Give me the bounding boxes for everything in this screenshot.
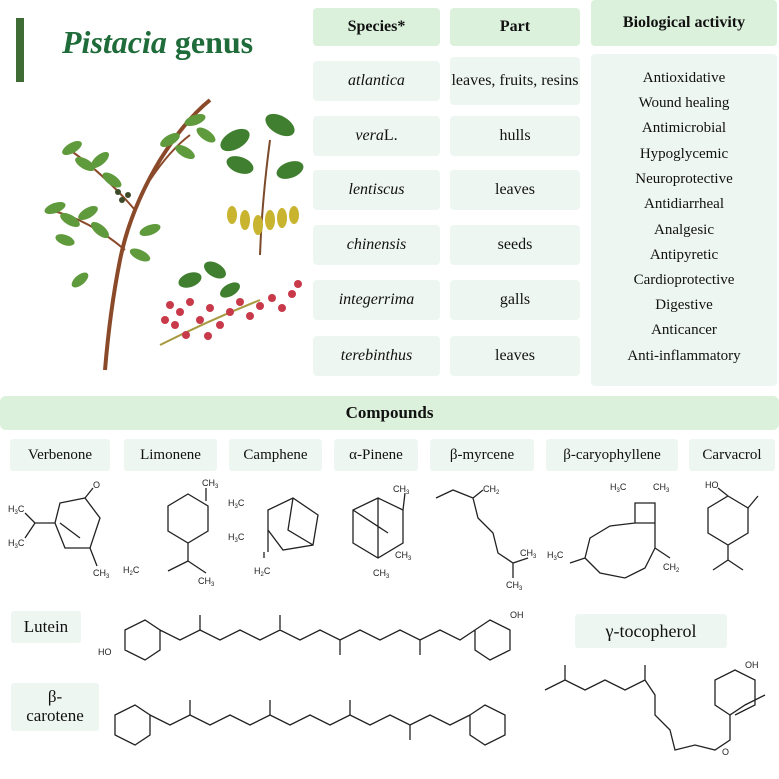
camphene-structure: H3C H3C H2C <box>228 497 319 578</box>
part-cell: leaves <box>450 336 580 376</box>
carvacrol-structure: HO <box>705 480 759 571</box>
hydroxyl-label: OH <box>510 610 524 620</box>
methyl-label: CH3 <box>202 478 219 490</box>
methyl-label: CH3 <box>653 482 670 494</box>
activity-item: Anticancer <box>651 322 717 338</box>
compound-label: β-caryophyllene <box>546 439 678 471</box>
pistacia-plant-illustration <box>44 98 304 371</box>
compound-label: Verbenone <box>10 439 110 471</box>
methylene-label: H2C <box>123 565 140 577</box>
activity-item: Hypoglycemic <box>639 146 729 162</box>
activity-item: Antimicrobial <box>641 120 727 136</box>
gamma-tocopherol-structure: OH O <box>544 660 766 757</box>
hydroxyl-label: HO <box>705 480 719 490</box>
methyl-label: H3C <box>547 550 564 562</box>
methyl-label: CH3 <box>393 484 410 496</box>
methyl-label: CH3 <box>93 568 110 580</box>
beta-caryophyllene-structure: H3C CH3 H3C CH2 <box>547 482 680 579</box>
compound-label: α-Pinene <box>334 439 418 471</box>
hydroxyl-label: OH <box>745 660 759 670</box>
compound-label: Limonene <box>124 439 217 471</box>
species-cell: vera L. <box>313 116 440 156</box>
part-cell: hulls <box>450 116 580 156</box>
alpha-pinene-structure: CH3 CH3 CH3 <box>352 484 412 580</box>
beta-myrcene-structure: CH2 CH3 CH3 <box>435 484 537 590</box>
activity-item: Antioxidative <box>642 70 726 86</box>
methyl-label: CH3 <box>395 550 412 562</box>
gamma-tocopherol-label: γ-tocopherol <box>575 614 727 648</box>
methyl-label: H3C <box>228 532 245 544</box>
methyl-label: CH3 <box>198 576 215 588</box>
methyl-label: CH3 <box>373 568 390 580</box>
species-cell: lentiscus <box>313 170 440 210</box>
page-title: Pistacia genus <box>62 24 254 60</box>
species-header: Species* <box>313 8 440 46</box>
verbenone-structure: O H3C H3C CH3 <box>8 480 110 580</box>
methyl-label: H3C <box>8 538 25 550</box>
activity-item: Wound healing <box>638 95 730 111</box>
biological-activity-header: Biological activity <box>591 0 777 46</box>
activity-item: Anti-inflammatory <box>627 348 741 364</box>
methyl-label: CH3 <box>520 548 537 560</box>
part-cell: seeds <box>450 225 580 265</box>
activity-item: Analgesic <box>654 222 714 238</box>
activity-item: Neuroprotective <box>635 171 733 187</box>
activity-item: Cardioprotective <box>633 272 735 288</box>
lutein-structure: HO OH <box>98 610 524 661</box>
part-header: Part <box>450 8 580 46</box>
methyl-label: H3C <box>228 498 245 510</box>
compound-label: Camphene <box>229 439 322 471</box>
limonene-structure: CH3 H2C CH3 <box>123 478 219 588</box>
title-accent-bar <box>16 18 24 82</box>
methylene-label: CH2 <box>483 484 500 496</box>
methyl-label: H3C <box>610 482 627 494</box>
hydroxyl-label: HO <box>98 647 112 657</box>
activity-item: Digestive <box>655 297 713 313</box>
methylene-label: H2C <box>254 566 271 578</box>
species-cell: chinensis <box>313 225 440 265</box>
compound-label: Carvacrol <box>689 439 775 471</box>
species-cell: integerrima <box>313 280 440 320</box>
oxygen-atom: O <box>722 747 729 757</box>
methyl-label: CH3 <box>506 580 523 590</box>
beta-carotene-structure <box>114 700 506 746</box>
biological-activity-list: Antioxidative Wound healing Antimicrobia… <box>591 54 777 386</box>
species-cell: terebinthus <box>313 336 440 376</box>
compound-label: β-myrcene <box>430 439 534 471</box>
methyl-label: H3C <box>8 504 25 516</box>
part-cell: leaves, fruits, resins <box>450 57 580 105</box>
compounds-heading: Compounds <box>0 396 779 430</box>
activity-item: Antidiarrheal <box>644 196 724 212</box>
part-cell: galls <box>450 280 580 320</box>
methylene-label: CH2 <box>663 562 680 574</box>
lutein-label: Lutein <box>11 611 81 643</box>
oxygen-atom: O <box>93 480 100 490</box>
species-cell: atlantica <box>313 61 440 101</box>
activity-item: Antipyretic <box>649 247 719 263</box>
beta-carotene-label: β-carotene <box>11 683 99 731</box>
part-cell: leaves <box>450 170 580 210</box>
